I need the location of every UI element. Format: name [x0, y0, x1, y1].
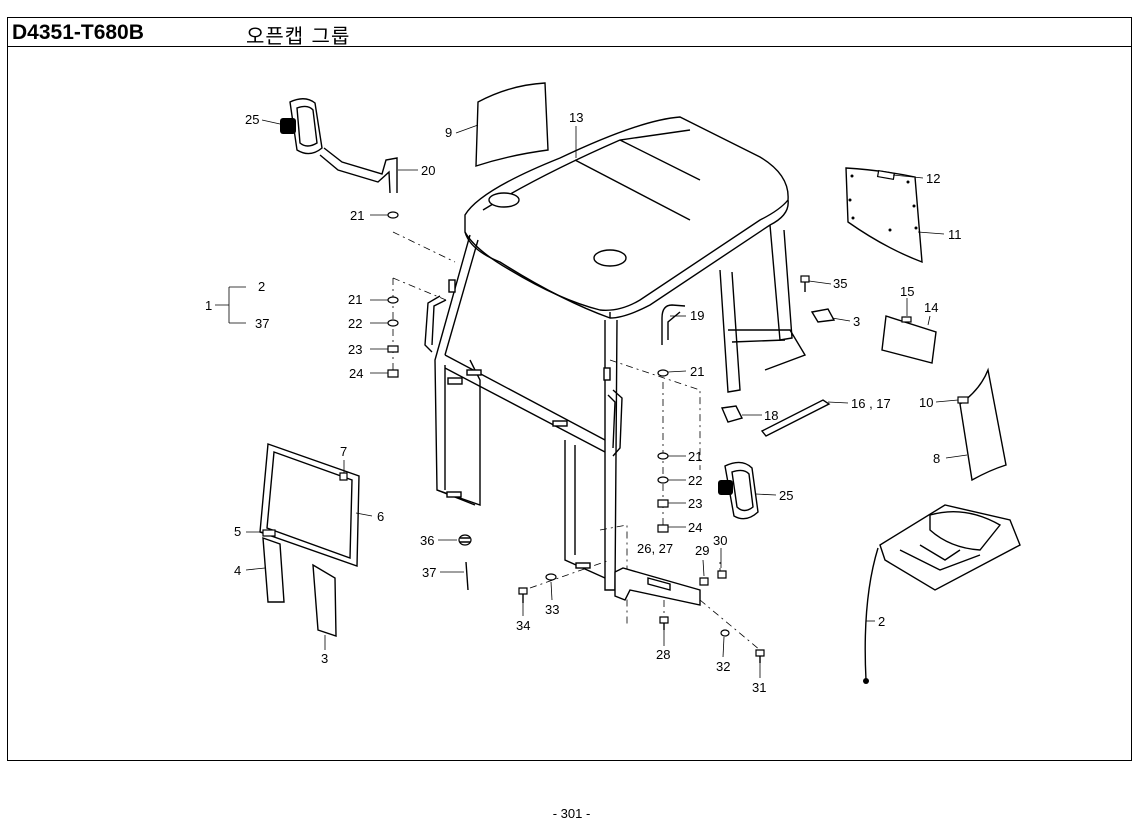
- callout: 26, 27: [637, 541, 673, 556]
- callout: 21: [348, 292, 362, 307]
- callout: 31: [752, 680, 766, 695]
- callout: 23: [348, 342, 362, 357]
- callout: 37: [255, 316, 269, 331]
- mirror-lower: [718, 461, 759, 520]
- mirror-upper: [280, 98, 399, 219]
- callout: 30: [713, 533, 727, 548]
- seal-strip: [760, 399, 831, 437]
- rear-panel: [845, 167, 923, 264]
- leader-lines: [215, 119, 968, 678]
- callout: 20: [421, 163, 435, 178]
- cab-frame: [424, 224, 807, 591]
- callout: 34: [516, 618, 530, 633]
- callout: 22: [688, 473, 702, 488]
- callout: 6: [377, 509, 384, 524]
- u-bolt-19: [661, 304, 686, 345]
- callout: 15: [900, 284, 914, 299]
- callout: 24: [349, 366, 363, 381]
- callout: 2: [878, 614, 885, 629]
- title-bar: D4351-T680B 오픈캡 그룹: [8, 18, 1131, 48]
- callout: 28: [656, 647, 670, 662]
- block-18: [720, 405, 744, 423]
- callout: 36: [420, 533, 434, 548]
- callout: 33: [545, 602, 559, 617]
- callout-labels: 25 9 13 20 21 1 2 37 21 22 23 24 12 11 3…: [205, 110, 962, 695]
- mount-bracket: [614, 567, 701, 606]
- window-seal-6: [259, 443, 360, 567]
- panel-3: [312, 563, 337, 637]
- callout: 21: [688, 449, 702, 464]
- callout: 4: [234, 563, 241, 578]
- callout: 8: [933, 451, 940, 466]
- callout: 10: [919, 395, 933, 410]
- callout: 11: [948, 227, 962, 242]
- callout: 5: [234, 524, 241, 539]
- panel-4: [262, 529, 285, 603]
- callout: 32: [716, 659, 730, 674]
- fastener-7: [339, 472, 348, 481]
- callout: 3: [321, 651, 328, 666]
- bolt-31: [755, 649, 765, 663]
- callout: 24: [688, 520, 702, 535]
- callout: 23: [688, 496, 702, 511]
- pin-37: [465, 561, 469, 591]
- callout: 9: [445, 125, 452, 140]
- callout: 16 , 17: [851, 396, 891, 411]
- washer-32: [720, 629, 730, 637]
- bolt-34: [518, 587, 528, 603]
- front-shade-panel: [475, 82, 549, 167]
- spring-36: [458, 534, 472, 546]
- washer-stack-right: [657, 369, 669, 533]
- callout: 25: [245, 112, 259, 127]
- washer-33: [545, 573, 557, 581]
- callout: 21: [690, 364, 704, 379]
- callout: 3: [853, 314, 860, 329]
- side-window-panel: [881, 315, 937, 364]
- group-title: 오픈캡 그룹: [246, 24, 351, 48]
- cab-roof: [464, 116, 789, 319]
- callout: 1: [205, 298, 212, 313]
- callout: 37: [422, 565, 436, 580]
- callout: 22: [348, 316, 362, 331]
- callout: 14: [924, 300, 938, 315]
- bolt-35: [800, 275, 810, 292]
- nut-30: [717, 570, 727, 579]
- callout: 18: [764, 408, 778, 423]
- callout: 35: [833, 276, 847, 291]
- nut-29: [699, 577, 709, 586]
- callout: 12: [926, 171, 940, 186]
- callout: 25: [779, 488, 793, 503]
- callout: 7: [340, 444, 347, 459]
- bracket-3: [810, 308, 836, 323]
- roof-liner-harness: [863, 504, 1021, 684]
- callout: 19: [690, 308, 704, 323]
- model-code: D4351-T680B: [12, 21, 144, 44]
- callout: 2: [258, 279, 265, 294]
- bolt-28: [659, 616, 669, 630]
- callout: 21: [350, 208, 364, 223]
- callout: 29: [695, 543, 709, 558]
- drawing-frame: D4351-T680B 오픈캡 그룹: [7, 17, 1132, 761]
- washer-stack-left: [387, 296, 399, 378]
- page-number: - 301 -: [552, 806, 591, 821]
- callout: 13: [569, 110, 583, 125]
- side-panel: [957, 367, 1007, 482]
